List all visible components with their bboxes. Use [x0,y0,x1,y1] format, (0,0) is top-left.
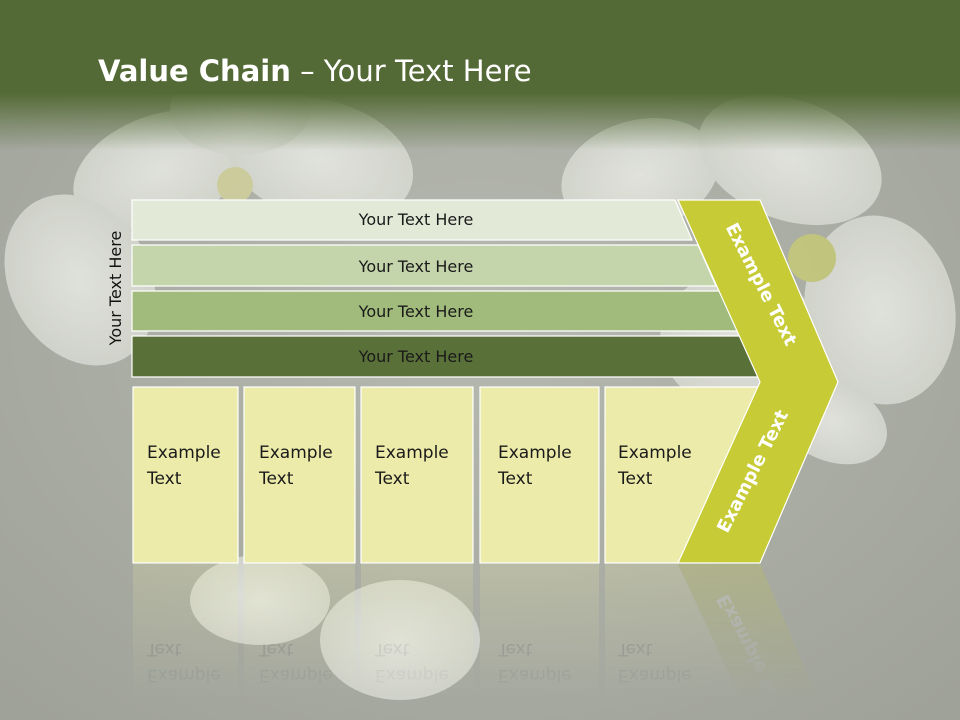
slide-title: Value Chain – Your Text Here [98,54,532,88]
reflection-cell-4 [480,564,599,720]
cell-columns: Example Text Example Text Example Text E… [132,386,761,564]
title-bold: Value Chain [98,54,291,88]
cell-4-line2: Text [497,469,533,489]
reflection-text-4b: Text [497,639,533,659]
reflection-text-4: Example [498,665,572,685]
reflection-text-1b: Text [146,639,182,659]
cell-1-line1: Example [147,443,221,463]
reflection-text-1: Example [147,665,221,685]
band-4-label: Your Text Here [358,347,474,366]
band-rows: Your Text Here Your Text Here Your Text … [131,199,763,378]
title-bar: Value Chain – Your Text Here [0,0,960,150]
cell-2-line1: Example [259,443,333,463]
cell-5-line2: Text [617,469,653,489]
reflection-cell-1 [133,564,238,720]
band-1-label: Your Text Here [358,210,474,229]
title-rest: – Your Text Here [290,54,532,88]
side-label: Your Text Here [106,231,125,347]
cell-5-line1: Example [618,443,692,463]
reflection-cell-5 [605,564,751,720]
reflection-text-3: Example [375,665,449,685]
band-3-label: Your Text Here [358,302,474,321]
reflection-chevron [678,564,828,720]
reflection-text-2b: Text [258,639,294,659]
reflection-text-3b: Text [374,639,410,659]
cell-3-line1: Example [375,443,449,463]
reflection-text-5b: Text [617,639,653,659]
cell-4-line1: Example [498,443,572,463]
reflection-cell-2 [244,564,355,720]
band-2 [131,244,717,287]
reflection-cell-3 [361,564,473,720]
chevron-shape [677,199,839,564]
cell-2-line2: Text [258,469,294,489]
reflection-text-5: Example [618,665,692,685]
cell-1-line2: Text [146,469,182,489]
reflection-text-2: Example [259,665,333,685]
cell-3-line2: Text [374,469,410,489]
band-2-label: Your Text Here [358,257,474,276]
band-1 [131,199,693,241]
cell-2 [243,386,356,564]
cell-4 [479,386,600,564]
cell-1 [132,386,239,564]
cell-3 [360,386,474,564]
